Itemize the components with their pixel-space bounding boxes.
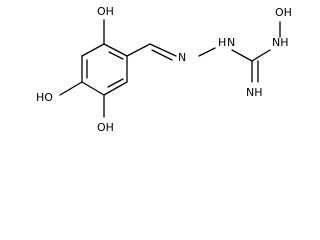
label-oh-left: HO <box>36 91 53 104</box>
bond-c-nh <box>251 49 271 62</box>
bond-n-nh <box>198 47 216 57</box>
bond-ring-ch <box>126 43 151 57</box>
label-nh-h: H <box>218 36 226 49</box>
label-nh: N <box>227 36 235 49</box>
bond-ch-n-double <box>151 49 173 61</box>
bond-nh-c <box>231 49 253 62</box>
ring-bond <box>81 43 105 57</box>
benzene-ring <box>81 43 128 96</box>
molecule-drawing: OH HO OH N H N NH OH NH <box>36 5 292 134</box>
structure-canvas: OH HO OH N H N NH OH NH <box>36 5 292 134</box>
bond-ch-n <box>149 43 177 57</box>
label-nh-imine: NH <box>246 86 263 99</box>
ring-double-bond <box>107 78 124 88</box>
label-oh-top: OH <box>97 5 114 18</box>
ring-bond <box>103 43 128 57</box>
ring-bond <box>103 81 128 96</box>
ring-double-bond <box>108 51 124 60</box>
label-n: N <box>178 51 186 64</box>
label-oh-bottom: OH <box>97 121 114 134</box>
ring-bond <box>81 81 105 96</box>
label-nh-right: NH <box>272 36 289 49</box>
label-oh-right: OH <box>275 6 292 19</box>
bond-oh-left <box>59 81 83 96</box>
